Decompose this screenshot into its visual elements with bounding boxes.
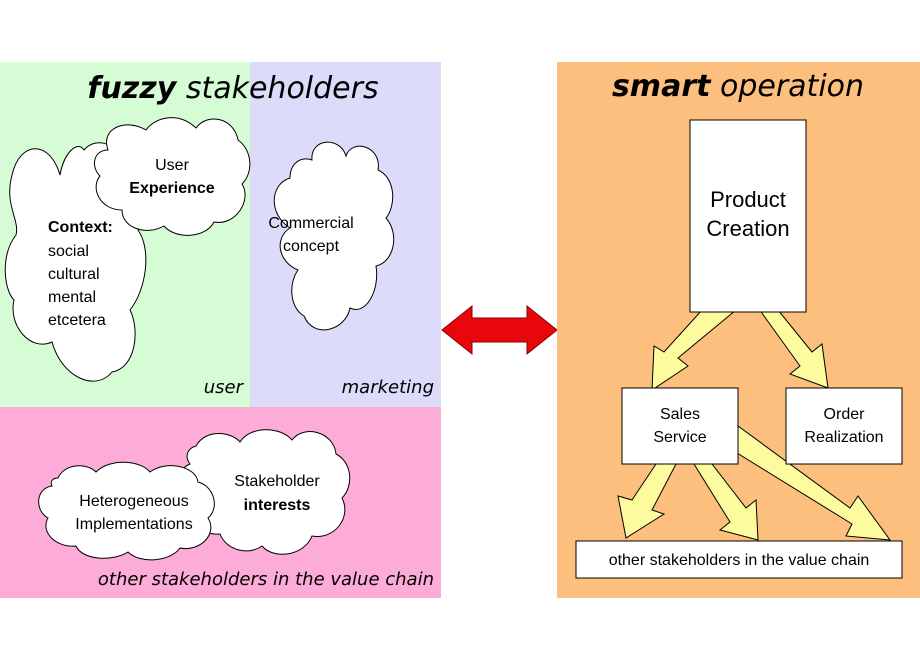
context-line: cultural xyxy=(48,266,100,283)
commercial-concept-line2: concept xyxy=(283,238,340,255)
stakeholder-line2: interests xyxy=(244,497,311,514)
flow-arrow-sales-to-chain-left xyxy=(617,463,677,539)
user-experience-cloud: User Experience xyxy=(93,117,251,236)
product-creation-line1: Product xyxy=(710,187,786,212)
smart-operation-panel: smart operation Product Creation Sales S… xyxy=(557,62,920,598)
heterogeneous-implementations-cloud: Heterogeneous Implementations xyxy=(38,461,215,561)
fuzzy-stakeholders-panel: fuzzy stakeholders Context: social cultu… xyxy=(0,62,441,598)
sales-service-line1: Sales xyxy=(660,406,700,423)
double-headed-arrow-icon xyxy=(441,304,558,356)
sales-service-line2: Service xyxy=(653,429,706,446)
order-realization-line2: Realization xyxy=(804,429,883,446)
svg-text:Context: social: Context: social cultural mental etcetera xyxy=(48,219,117,329)
order-realization-box: Order Realization xyxy=(785,387,903,465)
value-chain-box: other stakeholders in the value chain xyxy=(575,540,903,579)
user-experience-cloud-shape xyxy=(93,117,251,236)
context-line: mental xyxy=(48,289,96,306)
commercial-concept-line1: Commercial xyxy=(268,215,353,232)
product-creation-box: Product Creation xyxy=(689,119,807,313)
flow-arrow-sales-to-chain-middle xyxy=(693,463,759,541)
context-heading: Context: xyxy=(48,219,113,236)
context-line: etcetera xyxy=(48,312,106,329)
flow-arrows xyxy=(617,309,892,541)
smart-operation-title: smart operation xyxy=(612,69,864,104)
value-chain-zone-label: other stakeholders in the value chain xyxy=(98,569,434,590)
user-experience-line1: User xyxy=(155,157,189,174)
order-realization-line1: Order xyxy=(824,406,866,423)
stakeholder-interests-cloud: Stakeholder interests xyxy=(178,429,351,555)
fuzzy-stakeholders-title: fuzzy stakeholders xyxy=(87,71,378,106)
heterogeneous-line1: Heterogeneous xyxy=(79,493,188,510)
heterogeneous-line2: Implementations xyxy=(75,516,192,533)
sales-service-box: Sales Service xyxy=(621,387,739,465)
user-experience-line2: Experience xyxy=(129,180,214,197)
user-zone-label: user xyxy=(204,377,245,398)
value-chain-box-label: other stakeholders in the value chain xyxy=(609,552,870,569)
commercial-concept-cloud: Commercial concept xyxy=(268,141,395,331)
flow-arrow-sales-to-chain-right xyxy=(715,425,892,541)
stakeholder-line1: Stakeholder xyxy=(234,473,320,490)
context-line: social xyxy=(48,243,89,260)
heterogeneous-cloud-shape xyxy=(38,461,215,561)
commercial-concept-cloud-shape xyxy=(273,141,395,331)
product-creation-line2: Creation xyxy=(706,216,789,241)
marketing-zone-label: marketing xyxy=(342,377,434,398)
